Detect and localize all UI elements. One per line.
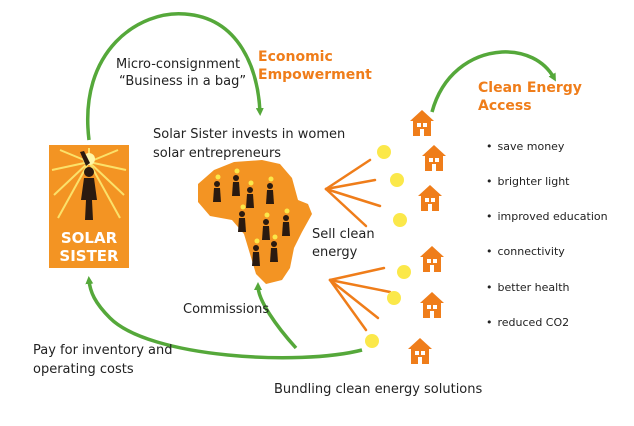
micro-consignment-label: Micro-consignment [116,57,241,72]
bulb-icon [397,265,411,279]
commissions-label: Commissions [183,302,270,317]
benefit-item: connectivity [486,245,565,258]
house-icon [408,338,432,364]
logo-line1: SOLAR [61,229,118,247]
consignment-arrow [85,12,264,141]
bulb-icon [377,145,391,159]
benefit-item: brighter light [486,175,570,188]
sell-label-line2: energy [312,245,358,260]
benefit-item: save money [486,140,565,153]
house-icon [420,246,444,272]
economic-empowerment-label: Economic Empowerment [258,49,372,83]
benefit-item: improved education [486,210,608,223]
house-icon [420,292,444,318]
bulbs [365,145,411,348]
benefit-item: better health [486,281,570,294]
light-rays [324,158,392,332]
clean-energy-label-line2: Access [478,98,532,114]
bundling-label: Bundling clean energy solutions [274,382,483,397]
africa-map [198,160,312,284]
access-arrow [430,50,556,113]
bulb-icon [393,213,407,227]
business-in-bag-label: “Business in a bag” [119,74,247,89]
pay-label-line2: operating costs [33,362,134,377]
logo-line2: SISTER [59,247,119,265]
bulb-icon [390,173,404,187]
houses [408,110,446,364]
solar-sister-logo: SOLAR SISTER [49,145,129,268]
clean-energy-label-line1: Clean Energy [478,80,582,96]
house-icon [410,110,434,136]
house-icon [422,145,446,171]
bulb-icon [365,334,379,348]
house-icon [418,185,442,211]
commissions-arrow [254,282,298,350]
sell-label-line1: Sell clean [312,227,375,242]
invests-label-line2: solar entrepreneurs [153,146,282,161]
bulb-icon [387,291,401,305]
benefit-item: reduced CO2 [486,316,570,329]
pay-label-line1: Pay for inventory and [33,343,173,358]
payment-arrow [85,276,363,360]
invests-label-line1: Solar Sister invests in women [153,127,346,142]
